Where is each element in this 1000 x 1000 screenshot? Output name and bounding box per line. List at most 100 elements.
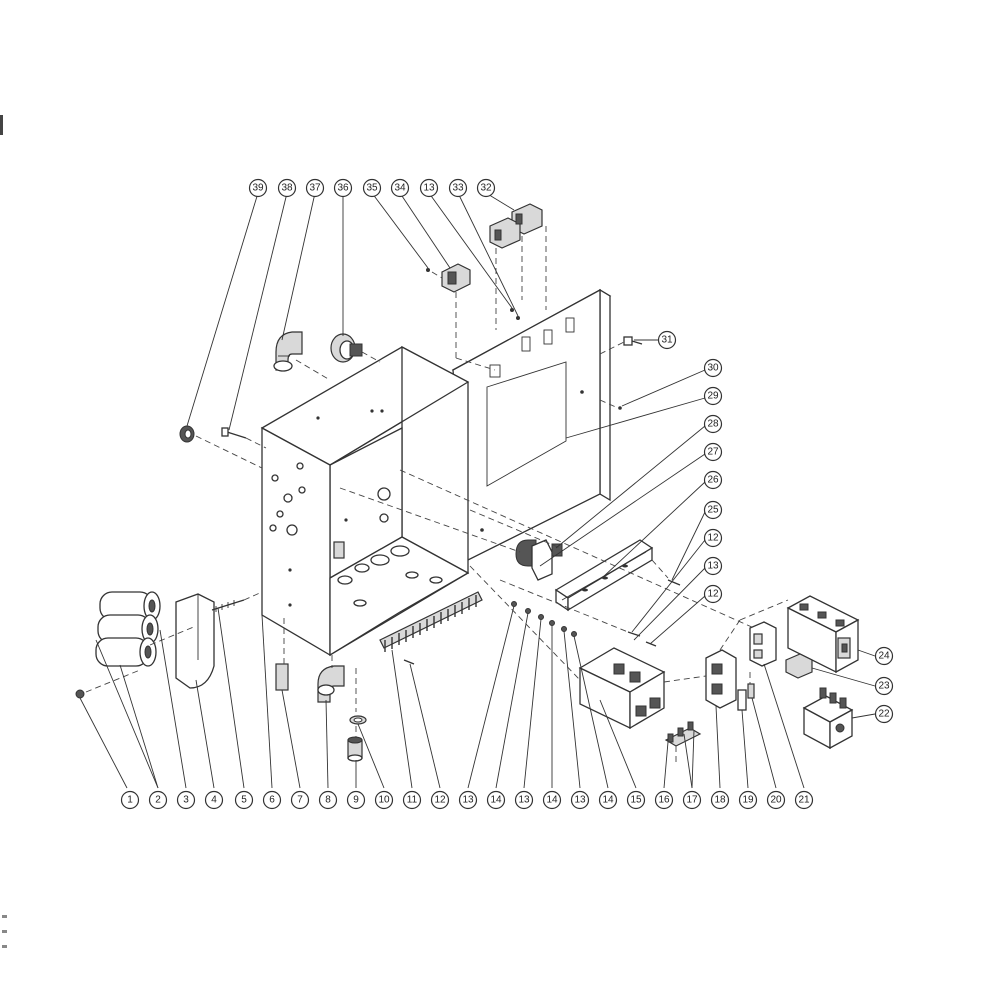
callout-label: 23 [878, 681, 890, 692]
part-18-fuse-holder [705, 649, 737, 709]
callout-label: 27 [707, 447, 719, 458]
part-28-switch-body [551, 543, 563, 557]
callout-bubble: 4 [204, 790, 224, 810]
callout-label: 13 [462, 795, 474, 806]
callout-label: 31 [661, 335, 673, 346]
callout-bubble: 13 [514, 790, 534, 810]
callout-label: 21 [798, 795, 810, 806]
part-19-fuse [737, 689, 747, 711]
callout-label: 6 [269, 795, 275, 806]
callout-label: 36 [337, 183, 349, 194]
callout-label: 14 [546, 795, 558, 806]
callout-bubble: 34 [390, 178, 410, 198]
part-36-straight-connector [330, 333, 363, 363]
callout-label: 11 [407, 795, 418, 806]
part-8-elbow-connector [317, 665, 345, 703]
edge-mark [2, 945, 7, 948]
callout-label: 7 [297, 795, 303, 806]
part-11-terminal-strip [379, 591, 483, 652]
callout-bubble: 22 [874, 704, 894, 724]
part-37-elbow-connector [273, 331, 303, 372]
callout-bubble: 9 [346, 790, 366, 810]
callout-bubble: 13 [419, 178, 439, 198]
edge-mark [2, 930, 7, 933]
part-22-overload-relay [802, 687, 854, 750]
callout-label: 8 [325, 795, 331, 806]
part-31-screw [623, 336, 643, 346]
part-2-capacitors [95, 591, 161, 667]
callout-bubble: 25 [703, 500, 723, 520]
callout-bubble: 20 [766, 790, 786, 810]
callout-label: 20 [770, 795, 782, 806]
part-25-screw [667, 579, 681, 586]
callout-bubble: 24 [874, 646, 894, 666]
callout-bubble: 5 [234, 790, 254, 810]
callout-bubble: 37 [305, 178, 325, 198]
callout-label: 37 [309, 183, 321, 194]
callout-bubble: 1 [120, 790, 140, 810]
callout-label: 3 [183, 795, 189, 806]
callout-bubble: 12 [430, 790, 450, 810]
part-13-14-nuts-washers [511, 601, 577, 637]
callout-label: 13 [518, 795, 530, 806]
leader-lines [79, 192, 876, 789]
part-33-washer [516, 316, 520, 320]
callout-label: 9 [353, 795, 359, 806]
part-20-fuse [747, 683, 755, 699]
callout-bubble: 14 [486, 790, 506, 810]
callout-label: 10 [378, 795, 390, 806]
callout-bubble: 28 [703, 414, 723, 434]
callout-label: 4 [211, 795, 217, 806]
callout-bubble: 23 [874, 676, 894, 696]
callout-label: 30 [707, 363, 719, 374]
callout-label: 32 [480, 183, 492, 194]
callout-label: 13 [423, 183, 435, 194]
part-1-screw [75, 689, 85, 699]
callout-label: 12 [434, 795, 446, 806]
part-12-screw-left [403, 659, 415, 665]
callout-bubble: 29 [703, 386, 723, 406]
enclosure-box [260, 345, 470, 657]
callout-label: 26 [707, 475, 719, 486]
callout-bubble: 16 [654, 790, 674, 810]
callout-label: 12 [707, 533, 719, 544]
callout-bubble: 27 [703, 442, 723, 462]
callout-label: 35 [366, 183, 378, 194]
callout-label: 25 [707, 505, 719, 516]
callout-bubble: 10 [374, 790, 394, 810]
part-9-straight-connector [347, 736, 363, 762]
part-21-terminal-block [749, 621, 777, 667]
callout-bubble: 3 [176, 790, 196, 810]
callout-bubble: 13 [703, 556, 723, 576]
callout-bubble: 2 [148, 790, 168, 810]
part-10-locknut [349, 715, 367, 725]
part-15-transformer [578, 647, 666, 730]
edge-mark [0, 115, 3, 135]
callout-bubble: 31 [657, 330, 677, 350]
callout-right-column: 31 30 29 28 27 26 25 12 13 12 24 23 22 [657, 330, 894, 724]
part-32-switches [489, 203, 543, 249]
callout-label: 13 [574, 795, 586, 806]
callout-label: 24 [878, 651, 890, 662]
part-12-screw-lower [645, 641, 657, 647]
assembly-lines [85, 226, 789, 762]
callout-bubble: 11 [402, 790, 422, 810]
callout-bubble: 7 [290, 790, 310, 810]
callout-bubble: 39 [248, 178, 268, 198]
part-5-threaded-rod [211, 599, 245, 612]
callout-bubble: 15 [626, 790, 646, 810]
callout-bubble: 12 [703, 584, 723, 604]
part-13-nut-top [510, 308, 514, 312]
callout-bubble: 17 [682, 790, 702, 810]
callout-label: 12 [707, 589, 719, 600]
part-27-rotary-knob [515, 539, 553, 581]
callout-bubble: 19 [738, 790, 758, 810]
part-4-bracket [175, 593, 215, 689]
callout-bubble: 32 [476, 178, 496, 198]
part-23-relay [785, 653, 813, 679]
callout-bubble: 35 [362, 178, 382, 198]
callout-label: 38 [281, 183, 293, 194]
part-16-17-terminals [664, 721, 702, 747]
callout-label: 19 [742, 795, 754, 806]
callout-bubble: 18 [710, 790, 730, 810]
